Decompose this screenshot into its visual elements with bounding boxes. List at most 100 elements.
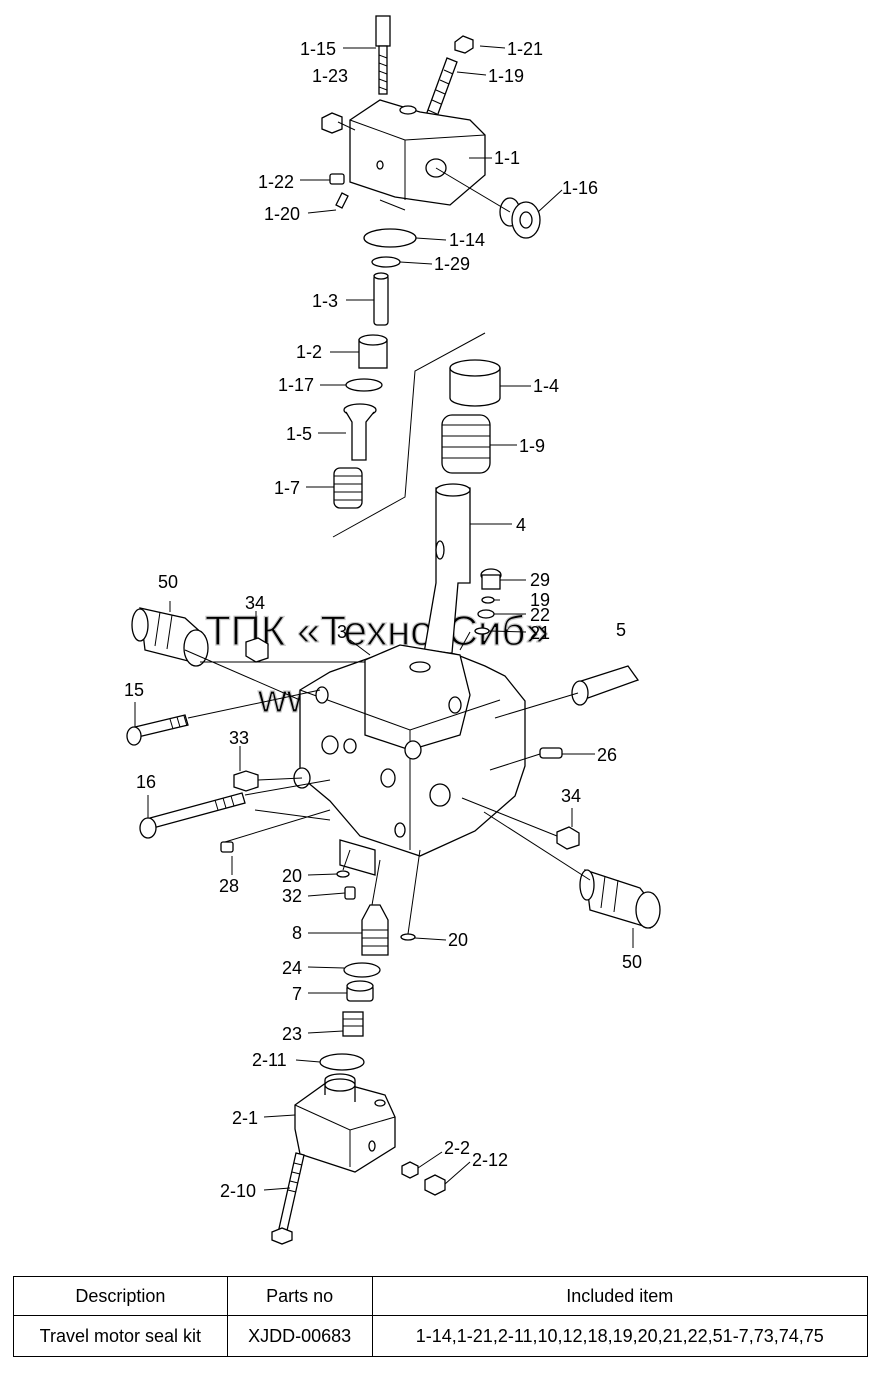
part-relief-valve-50-left	[131, 607, 209, 667]
callout-label: 2-10	[220, 1181, 256, 1201]
callout-label: 15	[124, 680, 144, 700]
cell-included-item: 1-14,1-21,2-11,10,12,18,19,20,21,22,51-7…	[371, 1315, 869, 1357]
callout-label: 1-23	[312, 66, 348, 86]
part-stud-1-19	[424, 57, 458, 123]
part-ring-24	[343, 962, 381, 978]
part-oring-20-a	[336, 870, 350, 878]
leader-lines	[134, 45, 634, 1191]
callout-label: 1-4	[533, 376, 559, 396]
part-pin-1-20	[335, 192, 349, 209]
part-oring-2-11	[319, 1053, 365, 1071]
callout-label: 29	[530, 570, 550, 590]
part-ring-1-4	[449, 359, 501, 407]
callout-label: 1-19	[488, 66, 524, 86]
callout-label: 34	[245, 593, 265, 613]
part-oring-20-b	[400, 933, 416, 941]
header-description: Description	[13, 1276, 228, 1316]
callout-label: 8	[292, 923, 302, 943]
part-plug-1-22	[329, 173, 345, 185]
cell-description: Travel motor seal kit	[13, 1315, 228, 1357]
callout-label: 2-12	[472, 1150, 508, 1170]
upper-cover-group	[321, 15, 541, 654]
callout-label: 22	[530, 605, 550, 625]
part-ring-1-17	[345, 378, 383, 392]
callout-label: 1-7	[274, 478, 300, 498]
header-included-item: Included item	[371, 1276, 869, 1316]
callout-label: 3	[337, 622, 347, 642]
header-parts-no: Parts no	[226, 1276, 373, 1316]
callout-label: 1-15	[300, 39, 336, 59]
part-bolt-1-15	[375, 15, 391, 95]
part-cover-2-1	[294, 1073, 396, 1173]
part-oring-1-14	[363, 228, 417, 248]
callout-label: 2-11	[252, 1050, 287, 1070]
callout-label: 4	[516, 515, 526, 535]
callout-label: 1-3	[312, 291, 338, 311]
callout-label: 1-20	[264, 204, 300, 224]
callout-label: 1-2	[296, 342, 322, 362]
cell-parts-no: XJDD-00683	[226, 1315, 373, 1357]
callout-label: 1-16	[562, 178, 598, 198]
part-plug-2-2	[401, 1161, 419, 1179]
group-outline-1-4	[332, 332, 486, 538]
callout-label: 2-1	[232, 1108, 258, 1128]
part-bolt-16	[139, 792, 246, 839]
part-sleeve-1-2	[358, 334, 388, 369]
callout-label: 1-9	[519, 436, 545, 456]
part-pin-1-3	[373, 272, 389, 326]
part-oring-1-29	[371, 256, 401, 268]
part-plug-5	[571, 665, 640, 706]
callout-labels: 1-15 1-21 1-23 1-19 1-1 1-22 1-16 1-20 1…	[124, 39, 642, 1201]
part-plug-33	[233, 770, 259, 792]
part-housing-1-1	[349, 99, 486, 206]
part-relief-valve-50-right	[579, 869, 661, 929]
callout-label: 23	[282, 1024, 302, 1044]
lower-parts	[271, 870, 446, 1245]
exploded-parts-diagram: ТПК «Техно-Сиб» www.tpkts.ru	[124, 15, 661, 1245]
part-pin-26	[539, 747, 563, 759]
table-row: Travel motor seal kit XJDD-00683 1-14,1-…	[13, 1315, 869, 1357]
part-pin-28	[220, 841, 234, 853]
callout-label: 7	[292, 984, 302, 1004]
callout-label: 50	[622, 952, 642, 972]
part-plug-34-right	[556, 826, 580, 850]
part-poppet-1-5	[343, 403, 377, 461]
part-oring-19	[481, 596, 495, 604]
callout-label: 1-1	[494, 148, 520, 168]
callout-label: 24	[282, 958, 302, 978]
parts-table: Description Parts no Included item Trave…	[13, 1276, 869, 1357]
callout-label: 1-21	[507, 39, 543, 59]
valve-body-3	[293, 644, 526, 876]
callout-label: 1-14	[449, 230, 485, 250]
side-parts	[126, 568, 661, 929]
part-bolt-2-10	[271, 1152, 305, 1245]
callout-label: 33	[229, 728, 249, 748]
part-spring-1-7	[333, 467, 363, 509]
part-piston-4	[423, 483, 471, 654]
part-pin-32	[344, 886, 356, 900]
callout-label: 26	[597, 745, 617, 765]
callout-label: 20	[448, 930, 468, 950]
part-plug-2-12	[424, 1174, 446, 1196]
callout-label: 16	[136, 772, 156, 792]
part-nut-1-21	[454, 35, 474, 54]
callout-label: 5	[616, 620, 626, 640]
callout-label: 20	[282, 866, 302, 886]
callout-label: 1-22	[258, 172, 294, 192]
part-plug-1-16	[499, 197, 541, 239]
part-plug-1-23	[321, 112, 343, 134]
part-plug-23	[342, 1011, 364, 1037]
callout-label: 34	[561, 786, 581, 806]
callout-label: 1-5	[286, 424, 312, 444]
part-seat-7	[346, 980, 374, 1002]
callout-label: 21	[530, 623, 550, 643]
part-plug-29	[480, 568, 502, 590]
part-ring-22	[477, 609, 495, 619]
part-oring-21	[474, 627, 490, 635]
table-header-row: Description Parts no Included item	[13, 1276, 869, 1316]
part-bolt-15	[126, 714, 189, 746]
callout-label: 2-2	[444, 1138, 470, 1158]
part-plug-34-left	[245, 637, 269, 663]
callout-label: 1-29	[434, 254, 470, 274]
callout-label: 32	[282, 886, 302, 906]
